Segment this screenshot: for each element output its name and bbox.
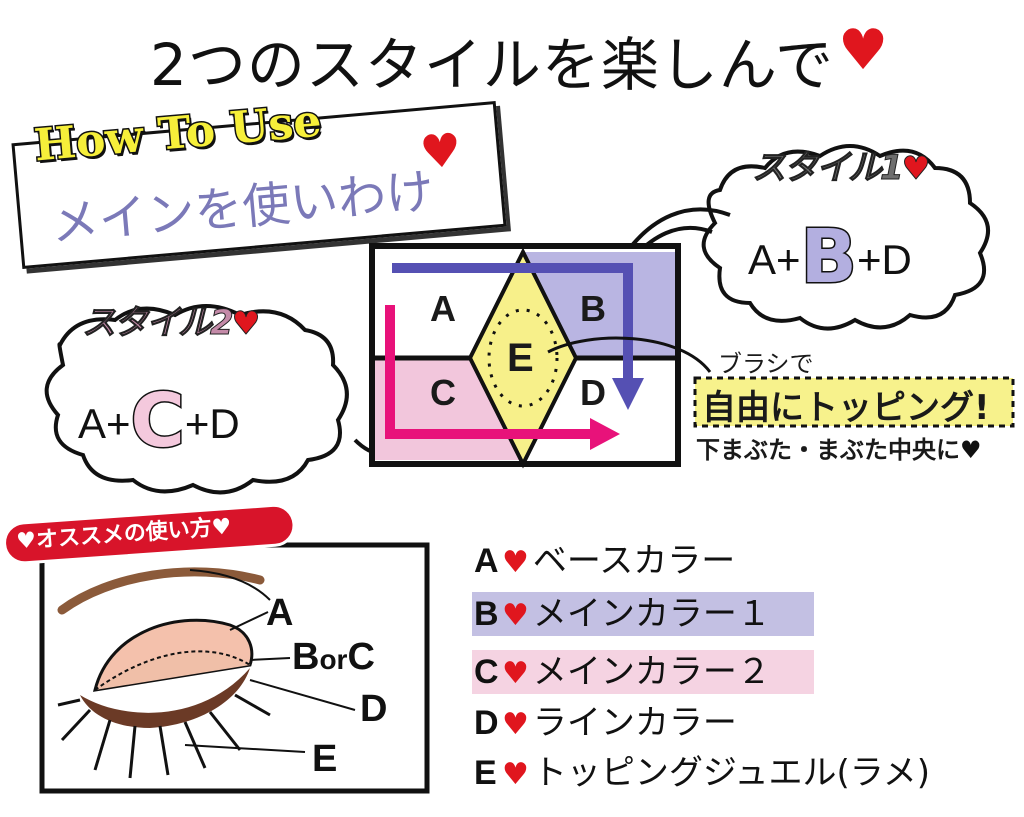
legend-row-a: A♥ベースカラー xyxy=(474,538,735,584)
palette-cell-a: A xyxy=(430,288,456,329)
style1-label-text: スタイル1 xyxy=(752,148,905,189)
heart-icon: ♥ xyxy=(901,149,931,188)
eye-label-d: D xyxy=(360,688,388,730)
eye-label-b: B xyxy=(292,636,320,678)
heart-icon: ♥ xyxy=(502,707,529,742)
eye-label-a: A xyxy=(266,592,294,634)
eye-label-c: C xyxy=(347,636,375,678)
style1-cloud xyxy=(618,144,990,331)
recommended-badge xyxy=(3,503,296,565)
palette-cell-d: D xyxy=(580,372,606,413)
legend-letter: D xyxy=(474,704,499,742)
legend-text: トッピングジュエル(ラメ) xyxy=(532,753,931,793)
formula-suffix: +D xyxy=(856,236,912,283)
heart-icon: ♥ xyxy=(960,436,982,464)
heart-icon: ♥ xyxy=(502,656,529,691)
legend-letter: B xyxy=(474,595,499,633)
style1-label: スタイル1♥ xyxy=(752,140,931,189)
heart-icon: ♥ xyxy=(502,598,529,633)
heart-icon: ♥ xyxy=(502,757,529,792)
style2-label: スタイル2♥ xyxy=(82,295,261,344)
legend-row-c: C♥メインカラー２ xyxy=(474,649,771,695)
formula-prefix: A+ xyxy=(748,236,801,283)
title-text: 2つのスタイルを楽しんで xyxy=(150,31,835,99)
palette-diagram xyxy=(369,243,712,469)
eye-label-e: E xyxy=(312,738,338,780)
eye-label-or: or xyxy=(319,644,348,675)
topping-note-line1: ブラシで xyxy=(718,350,814,378)
eye-illustration xyxy=(39,542,430,794)
palette-cell-e: E xyxy=(507,336,534,380)
heart-icon: ♥ xyxy=(838,18,890,83)
eye-label-b-or-c: BorC xyxy=(292,636,375,679)
heart-icon: ♥ xyxy=(502,545,529,580)
legend-text: ラインカラー xyxy=(532,703,737,743)
formula-prefix: A+ xyxy=(78,400,131,447)
topping-note-line2: 自由にトッピング! xyxy=(702,388,990,428)
legend-row-e: E♥トッピングジュエル(ラメ) xyxy=(474,750,930,796)
style2-formula: A+C+D xyxy=(78,377,240,466)
palette-cell-c: C xyxy=(430,372,456,413)
main-color-letter: C xyxy=(129,377,186,466)
legend-letter: E xyxy=(474,754,497,792)
legend-row-b: B♥メインカラー１ xyxy=(474,591,771,637)
style2-label-text: スタイル2 xyxy=(82,303,235,344)
legend-text: メインカラー１ xyxy=(532,594,771,634)
legend-highlight-b xyxy=(472,592,814,636)
topping-note-line3: 下まぶた・まぶた中央に♥ xyxy=(696,430,982,465)
legend-letter: A xyxy=(474,542,499,580)
palette-cell-b: B xyxy=(580,288,606,329)
page-title: 2つのスタイルを楽しんで♥ xyxy=(150,18,889,102)
legend-letter: C xyxy=(474,653,499,691)
legend-highlight-c xyxy=(472,650,814,694)
style1-formula: A+B+D xyxy=(748,213,912,302)
main-color-letter: B xyxy=(799,213,858,302)
heart-icon: ♥ xyxy=(231,304,261,343)
legend-text: ベースカラー xyxy=(532,541,736,581)
formula-suffix: +D xyxy=(184,400,240,447)
topping-note-line3-text: 下まぶた・まぶた中央に xyxy=(696,436,960,464)
legend-text: メインカラー２ xyxy=(532,652,771,692)
topping-highlight xyxy=(693,376,1015,428)
legend-row-d: D♥ラインカラー xyxy=(474,700,737,746)
